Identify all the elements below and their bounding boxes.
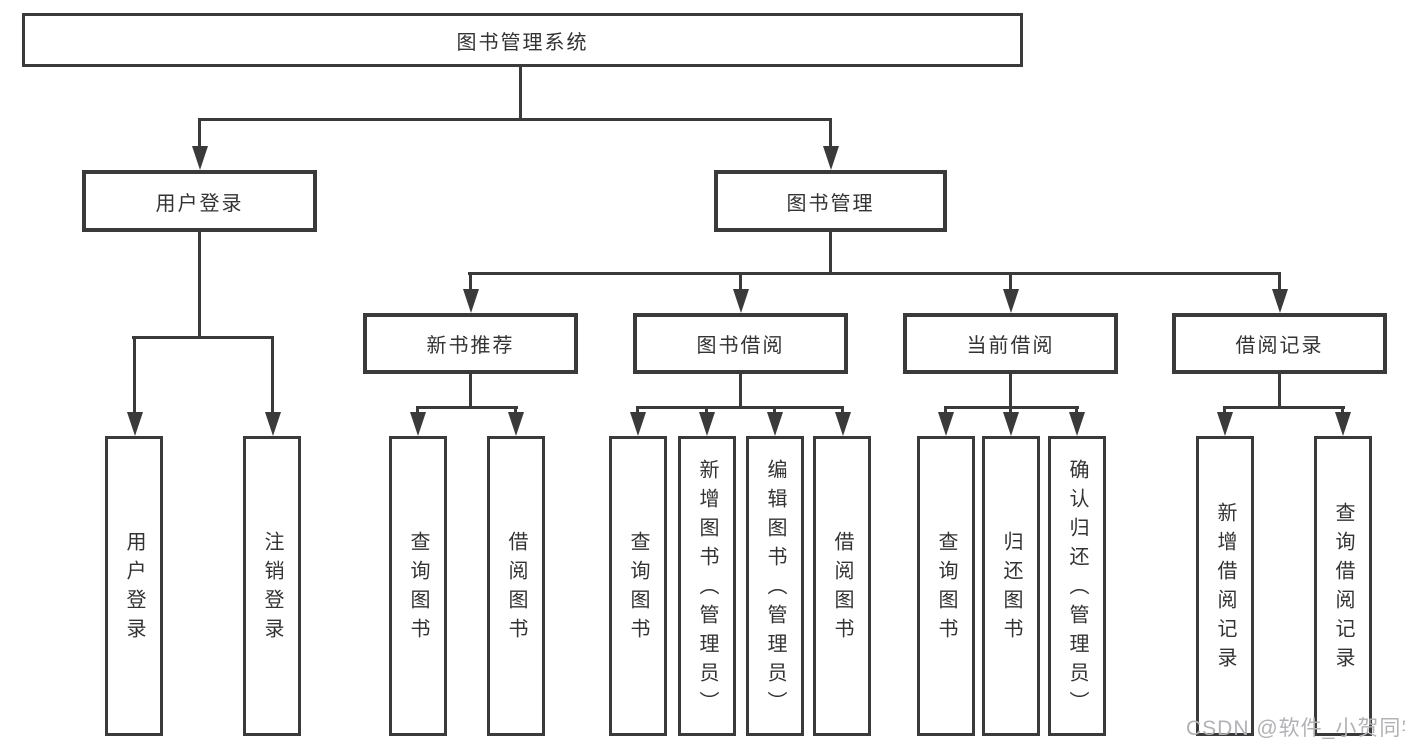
arrow-to-new-book-recommend — [462, 272, 479, 313]
connector-new-book-rail — [416, 406, 518, 409]
node-library-management-system: 图书管理系统 — [22, 13, 1023, 67]
leaf-add-borrow-record: 新增借阅记录 — [1196, 436, 1254, 736]
connector-level2-rail — [198, 118, 832, 121]
arrow-to-book-borrow — [732, 272, 749, 313]
node-current-borrow: 当前借阅 — [903, 313, 1118, 374]
node-borrow-records: 借阅记录 — [1172, 313, 1387, 374]
leaf-borrow-books-2: 借阅图书 — [813, 436, 871, 736]
arrow-to-book-management — [822, 118, 839, 170]
arrow-to-leaf-query-books-3 — [937, 406, 954, 436]
arrow-to-leaf-logout — [264, 336, 281, 436]
arrow-to-leaf-borrow-books-1 — [507, 406, 524, 436]
arrow-to-borrow-records — [1271, 272, 1288, 313]
arrow-to-leaf-query-books-1 — [409, 406, 426, 436]
arrow-to-leaf-edit-book — [766, 406, 783, 436]
arrow-to-leaf-add-book — [698, 406, 715, 436]
node-book-borrow: 图书借阅 — [633, 313, 848, 374]
leaf-user-login: 用户登录 — [105, 436, 163, 736]
leaf-return-book: 归还图书 — [982, 436, 1040, 736]
arrow-to-leaf-query-books-2 — [629, 406, 646, 436]
connector-level3-rail — [468, 272, 1281, 275]
leaf-edit-book-admin: 编辑图书（管理员） — [746, 436, 804, 736]
leaf-query-borrow-record: 查询借阅记录 — [1314, 436, 1372, 736]
connector-book-mgmt-stub — [829, 231, 832, 275]
connector-current-borrow-stub — [1009, 373, 1012, 408]
arrow-to-leaf-user-login — [126, 336, 143, 436]
leaf-logout: 注销登录 — [243, 436, 301, 736]
connector-root-stub — [519, 66, 522, 120]
leaf-query-books-2: 查询图书 — [609, 436, 667, 736]
connector-user-login-rail — [132, 336, 274, 339]
connector-borrow-records-stub — [1278, 373, 1281, 408]
arrow-to-leaf-confirm-return — [1068, 406, 1085, 436]
node-book-management: 图书管理 — [714, 170, 947, 232]
node-new-book-recommend: 新书推荐 — [363, 313, 578, 374]
connector-borrow-records-rail — [1223, 406, 1345, 409]
arrow-to-leaf-return-book — [1002, 406, 1019, 436]
arrow-to-user-login — [191, 118, 208, 170]
arrow-to-leaf-query-borrow-record — [1334, 406, 1351, 436]
arrow-to-leaf-add-borrow-record — [1216, 406, 1233, 436]
leaf-add-book-admin: 新增图书（管理员） — [678, 436, 736, 736]
connector-user-login-stub — [198, 231, 201, 337]
arrow-to-leaf-borrow-books-2 — [834, 406, 851, 436]
leaf-confirm-return-admin: 确认归还（管理员） — [1048, 436, 1106, 736]
connector-book-borrow-rail — [636, 406, 844, 409]
leaf-query-books-1: 查询图书 — [389, 436, 447, 736]
leaf-query-books-3: 查询图书 — [917, 436, 975, 736]
connector-book-borrow-stub — [739, 373, 742, 408]
arrow-to-current-borrow — [1002, 272, 1019, 313]
csdn-watermark: CSDN @软件_小贺同学 — [1186, 717, 1405, 740]
leaf-borrow-books-1: 借阅图书 — [487, 436, 545, 736]
node-user-login: 用户登录 — [82, 170, 317, 232]
connector-new-book-stub — [469, 373, 472, 408]
